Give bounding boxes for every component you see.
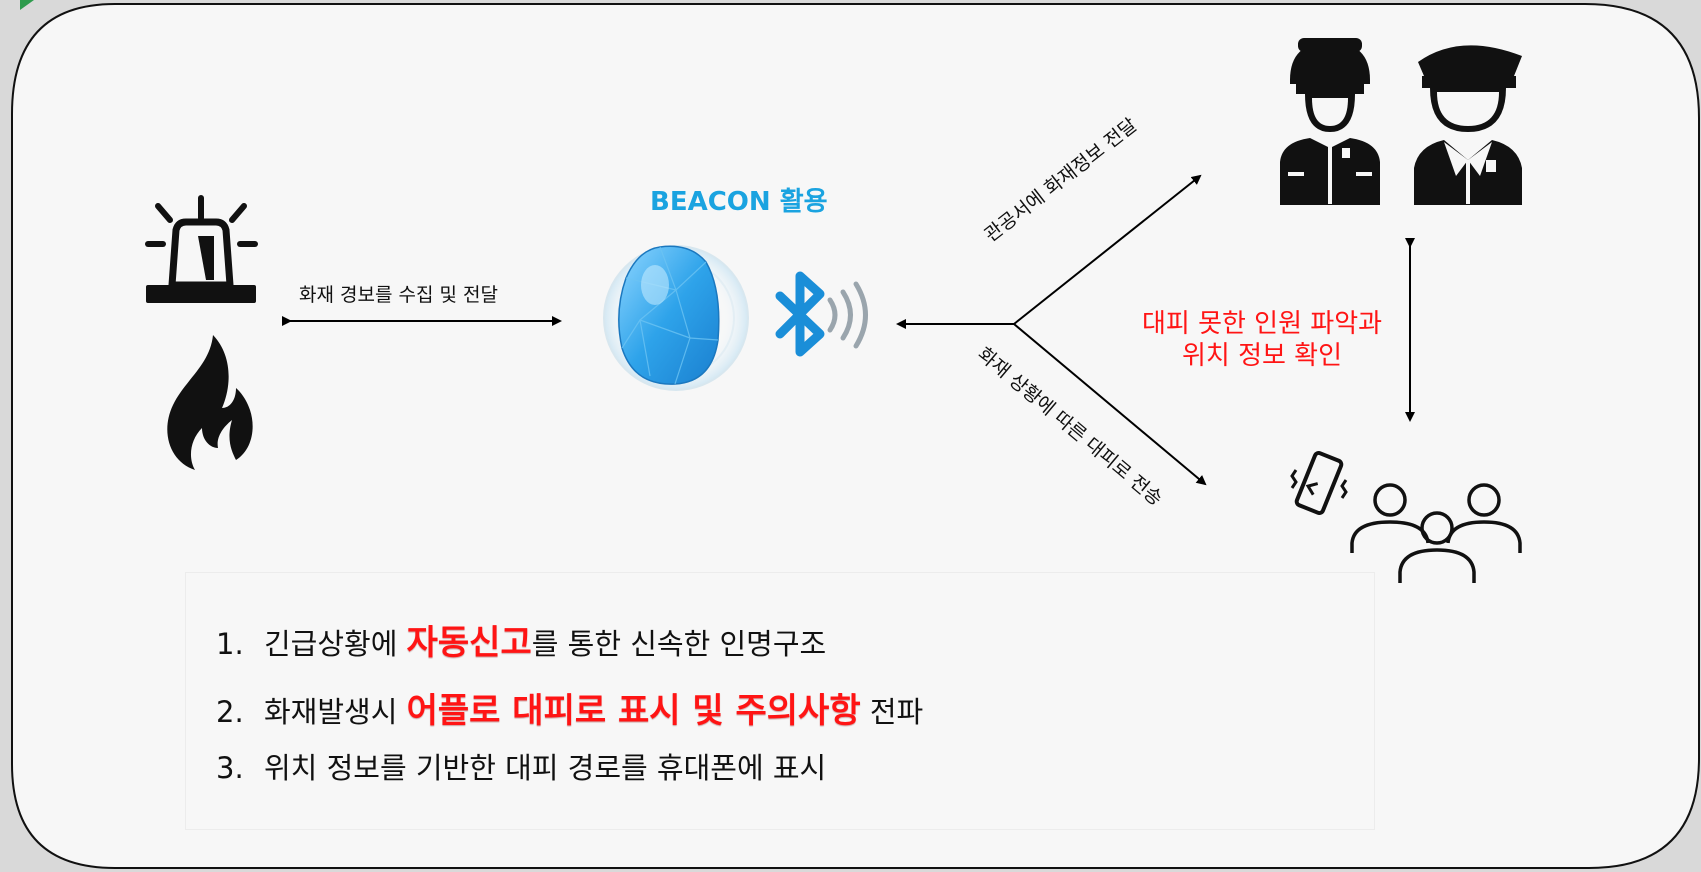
beacon-title: BEACON 활용 [650, 187, 828, 217]
people-group-icon [1350, 483, 1522, 583]
point-text: 화재발생시 [264, 695, 407, 729]
locate-label-line1: 대피 못한 인원 파악과 [1141, 309, 1383, 339]
point-number: 3. [216, 751, 244, 785]
point-text: 를 통한 신속한 인명구조 [531, 627, 827, 661]
point-highlight: 자동신고 [406, 623, 532, 663]
corner-tab [20, 0, 34, 10]
firefighter-icon [1280, 38, 1380, 205]
key-point: 2. 화재발생시 어플로 대피로 표시 및 주의사항 전파 [216, 683, 923, 732]
key-point: 1. 긴급상황에 자동신고를 통한 신속한 인명구조 [216, 615, 826, 664]
bluetooth-icon [775, 271, 868, 357]
key-points-box: 1. 긴급상황에 자동신고를 통한 신속한 인명구조 2. 화재발생시 어플로 대피… [185, 572, 1375, 830]
point-number: 1. [216, 627, 244, 661]
point-text: 긴급상황에 [264, 627, 407, 661]
to-people-arrow [1013, 323, 1207, 486]
vibrating-phone-icon [1290, 451, 1348, 515]
locate-label-line2: 위치 정보 확인 [1181, 341, 1343, 371]
point-number: 2. [216, 695, 244, 729]
locate-label: 대피 못한 인원 파악과 위치 정보 확인 [1142, 308, 1382, 372]
collect-label: 화재 경보를 수집 및 전달 [299, 284, 498, 306]
key-point: 3. 위치 정보를 기반한 대피 경로를 휴대폰에 표시 [216, 745, 826, 787]
to-agency-arrow [1013, 174, 1202, 325]
point-highlight: 어플로 대피로 표시 및 주의사항 [406, 691, 861, 731]
fire-icon [167, 335, 253, 470]
siren-icon [145, 195, 258, 303]
police-officer-icon [1414, 45, 1522, 205]
point-text: 전파 [860, 695, 924, 729]
beacon-device-icon [603, 245, 749, 391]
point-text: 위치 정보를 기반한 대피 경로를 휴대폰에 표시 [264, 751, 827, 785]
